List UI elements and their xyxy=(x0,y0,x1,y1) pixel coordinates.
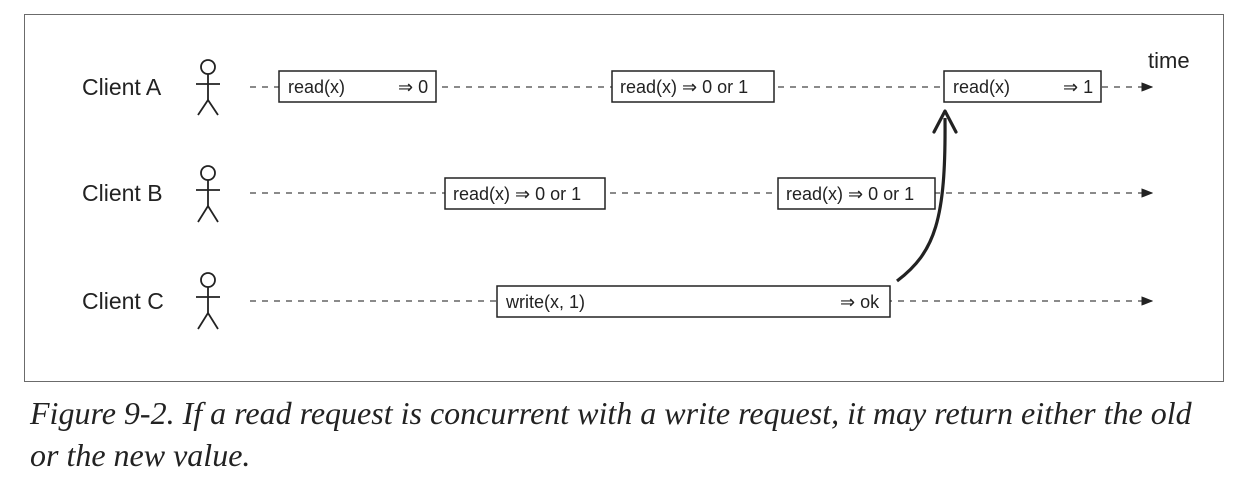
timeline-diagram: time Client A read(x) ⇒ 0 read(x) ⇒ 0 or… xyxy=(82,48,1190,330)
stick-figure-icon xyxy=(196,272,220,330)
curved-arrow xyxy=(896,117,947,283)
operation-label: read(x) xyxy=(288,77,345,97)
client-a-lane: Client A read(x) ⇒ 0 read(x) ⇒ 0 or 1 re… xyxy=(82,59,1154,116)
operation-result: ⇒ 0 xyxy=(398,77,428,97)
operation-result: ⇒ 1 xyxy=(1063,77,1093,97)
operation-label: read(x) ⇒ 0 or 1 xyxy=(620,77,748,97)
figure-caption: Figure 9-2. If a read request is concurr… xyxy=(30,395,1192,473)
client-a-label: Client A xyxy=(82,74,162,100)
client-b-label: Client B xyxy=(82,180,163,206)
operation-result: ⇒ ok xyxy=(840,292,880,312)
stick-figure-icon xyxy=(196,165,220,223)
client-c-lane: Client C write(x, 1) ⇒ ok xyxy=(82,272,1154,330)
operation-box: read(x) ⇒ 0 or 1 xyxy=(777,177,936,210)
operation-box: read(x) ⇒ 0 or 1 xyxy=(444,177,606,210)
client-c-label: Client C xyxy=(82,288,164,314)
operation-label: read(x) ⇒ 0 or 1 xyxy=(453,184,581,204)
operation-box: read(x) ⇒ 0 xyxy=(278,70,437,103)
operation-label: read(x) ⇒ 0 or 1 xyxy=(786,184,914,204)
stick-figure-icon xyxy=(196,59,220,116)
time-label: time xyxy=(1148,48,1190,73)
operation-box: write(x, 1) ⇒ ok xyxy=(496,285,891,318)
operation-box: read(x) ⇒ 0 or 1 xyxy=(611,70,775,103)
arrowhead-icon xyxy=(932,109,958,134)
operation-label: read(x) xyxy=(953,77,1010,97)
operation-label: write(x, 1) xyxy=(505,292,585,312)
operation-box: read(x) ⇒ 1 xyxy=(943,70,1102,103)
client-b-lane: Client B read(x) ⇒ 0 or 1 read(x) ⇒ 0 or… xyxy=(82,165,1154,223)
